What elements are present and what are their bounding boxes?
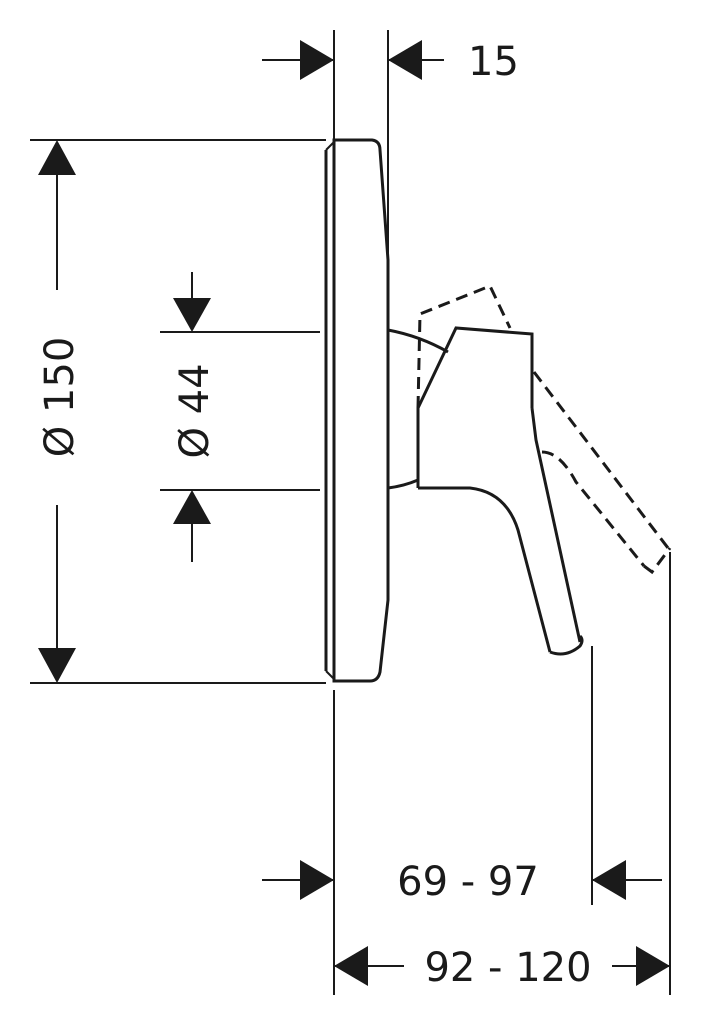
dimension-label-diameter-44: Ø 44	[172, 363, 218, 458]
arrow-down-icon	[38, 648, 76, 683]
arrow-left-icon	[388, 40, 422, 80]
mixer-lever-closed	[416, 326, 584, 656]
dimension-diameter-150: Ø 150	[30, 139, 326, 684]
arrow-right-icon	[300, 40, 334, 80]
dimension-15: 15	[262, 30, 519, 260]
dimension-diameter-44: Ø 44	[160, 272, 320, 562]
arrow-right-icon	[636, 946, 670, 986]
arrow-up-icon	[38, 140, 76, 175]
dimension-label-diameter-150: Ø 150	[37, 337, 83, 458]
mixer-lever-open-dashed	[416, 284, 672, 575]
rosette-plate	[324, 138, 390, 683]
arrow-up-icon	[173, 490, 211, 524]
arrow-down-icon	[173, 298, 211, 332]
arrow-right-icon	[300, 860, 334, 900]
dimension-label-69-97: 69 - 97	[397, 859, 539, 905]
dimension-label-92-120: 92 - 120	[424, 945, 591, 991]
dimension-label-15: 15	[468, 39, 519, 85]
dimension-92-120: 92 - 120	[334, 552, 671, 995]
arrow-left-icon	[334, 946, 368, 986]
arrow-left-icon	[592, 860, 626, 900]
dimension-69-97: 69 - 97	[262, 646, 662, 995]
